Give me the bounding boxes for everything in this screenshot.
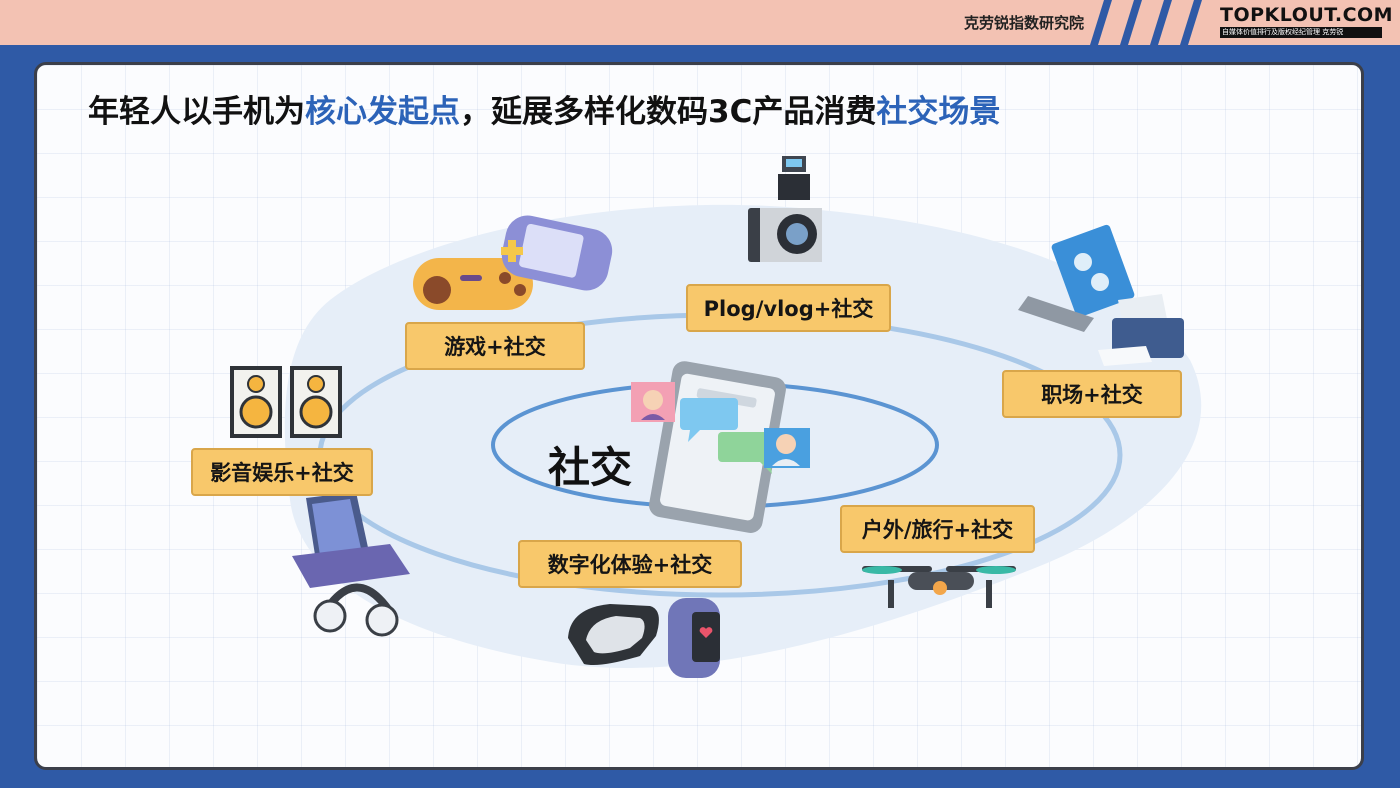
brand-name: TOPKLOUT.COM: [1220, 4, 1394, 26]
label-work: 职场+社交: [1002, 370, 1182, 418]
title-highlight-2: 社交场景: [876, 94, 1001, 130]
title-highlight-1: 核心发起点: [305, 94, 460, 130]
brand-logo: TOPKLOUT.COM 自媒体价值排行及版权经纪管理 克劳锐: [1220, 4, 1394, 38]
label-av: 影音娱乐+社交: [191, 448, 373, 496]
tablet-icon: [292, 492, 410, 588]
avatar-man-icon: [764, 428, 810, 468]
headphones-icon: [313, 583, 399, 637]
computer-icon: [1018, 224, 1135, 332]
label-outdoor: 户外/旅行+社交: [840, 505, 1035, 553]
brand-tagline: 自媒体价值排行及版权经纪管理 克劳锐: [1220, 27, 1382, 38]
speakers-icon: [230, 366, 342, 438]
decorative-stripes: [1090, 0, 1202, 45]
handheld-console-icon: [501, 215, 613, 291]
title-part-1: 年轻人以手机为: [88, 94, 305, 130]
avatar-woman-icon: [631, 382, 675, 422]
chat-bubble-icon: [680, 398, 776, 474]
top-header-bar: 克劳锐指数研究院 TOPKLOUT.COM 自媒体价值排行及版权经纪管理 克劳锐: [0, 0, 1400, 45]
label-plog: Plog/vlog+社交: [686, 284, 891, 332]
smartband-icon: [668, 598, 720, 678]
vr-headset-icon: [568, 604, 659, 665]
camera-icon: [748, 156, 822, 262]
drone-icon: [862, 566, 1016, 608]
label-digital: 数字化体验+社交: [518, 540, 742, 588]
title-part-2: ，延展多样化数码3C产品消费: [460, 94, 877, 130]
label-game: 游戏+社交: [405, 322, 585, 370]
institute-name: 克劳锐指数研究院: [963, 14, 1084, 32]
printer-icon: [1098, 294, 1184, 366]
center-label: 社交: [548, 443, 633, 492]
gamepad-icon: [413, 258, 533, 310]
page-title: 年轻人以手机为核心发起点，延展多样化数码3C产品消费社交场景: [88, 86, 1000, 131]
